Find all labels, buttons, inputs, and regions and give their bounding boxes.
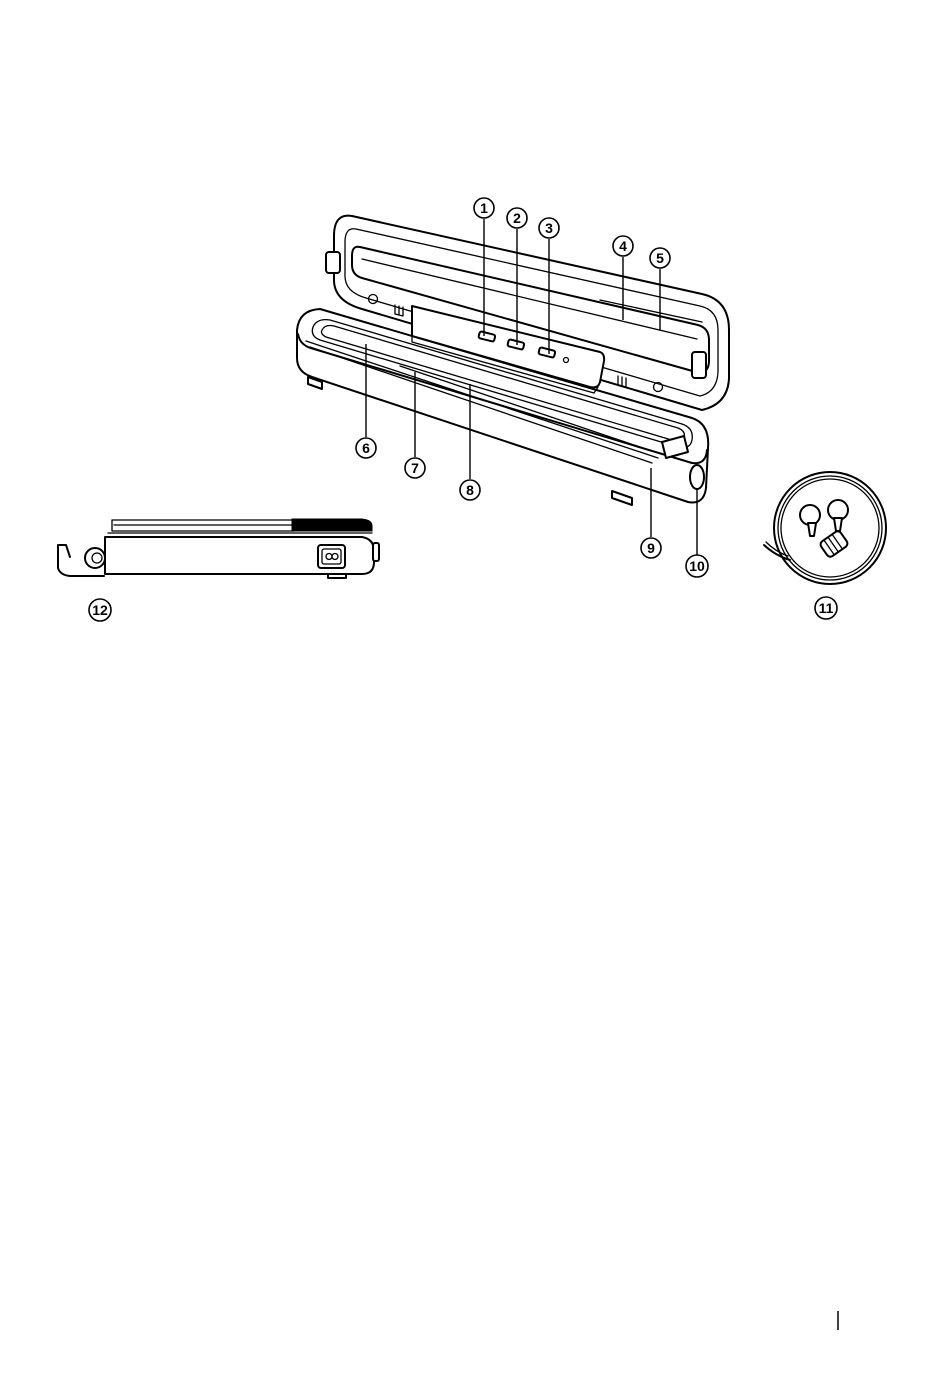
adapter-cone-right [828, 500, 848, 531]
hose-coil-inner [781, 479, 879, 577]
lid-left-tab [326, 252, 340, 273]
callout-1-label: 1 [480, 200, 488, 216]
hose-coil-middle [778, 476, 882, 580]
callout-7-label: 7 [411, 460, 419, 476]
side-right-tab [373, 543, 379, 561]
adapter-threaded [819, 530, 849, 559]
adapter-cone-right-stem [834, 518, 842, 531]
callout-3-label: 3 [545, 220, 553, 236]
side-lid-cap [292, 519, 372, 531]
callout-12-label: 12 [92, 602, 108, 618]
lid-right-tab [692, 352, 706, 378]
callout-2-label: 2 [513, 210, 521, 226]
callout-11-label: 11 [819, 600, 834, 616]
hose-accessory [764, 472, 886, 584]
adapter-cone-left-stem [808, 523, 816, 536]
callout-12: 12 [89, 599, 111, 621]
callout-5-label: 5 [656, 250, 664, 266]
callout-6-label: 6 [362, 440, 370, 456]
adapter-cone-left [800, 505, 820, 536]
side-knob [690, 465, 704, 489]
callout-8-label: 8 [466, 482, 474, 498]
vacuum-sealer-side-view [58, 519, 379, 578]
callout-9-label: 9 [647, 540, 655, 556]
callout-11: 11 [815, 597, 837, 619]
foot-right [612, 491, 632, 505]
hose-coil-outer [774, 472, 886, 584]
callout-4-label: 4 [619, 238, 627, 254]
callout-10-label: 10 [689, 558, 705, 574]
side-foot [328, 574, 346, 578]
